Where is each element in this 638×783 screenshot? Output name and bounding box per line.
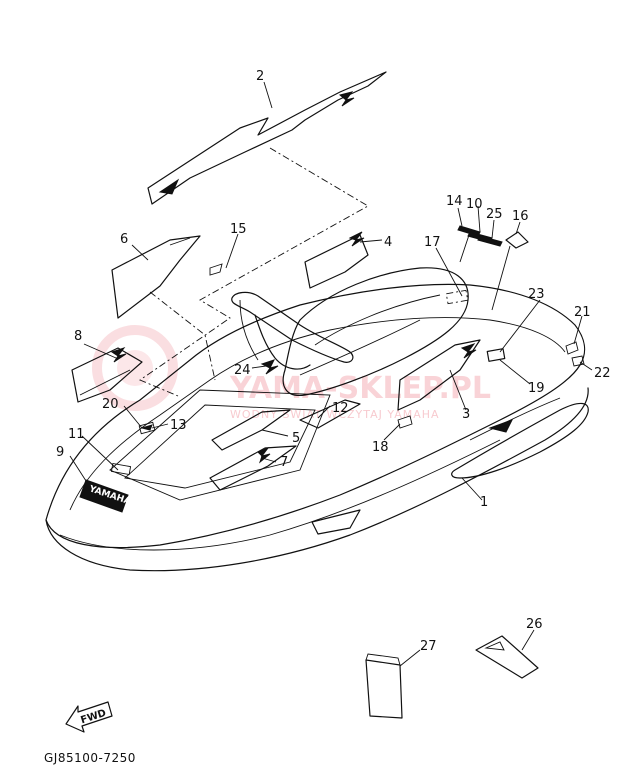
decal-15	[209, 263, 223, 276]
callout-27: 27	[420, 639, 437, 654]
callout-9: 9	[56, 445, 64, 460]
watermark: YAMA-SKLEP.PL WODNY ŚWIAT WCZYTAJ YAMAHA	[92, 325, 491, 421]
fwd-arrow-icon: FWD	[65, 701, 113, 733]
pouch-26	[475, 635, 539, 679]
watermark-sub: WODNY ŚWIAT WCZYTAJ YAMAHA	[230, 408, 440, 421]
callout-22: 22	[594, 366, 611, 381]
callout-26: 26	[526, 617, 543, 632]
callout-2: 2	[256, 69, 264, 84]
decal-19	[486, 348, 506, 362]
decal-18	[397, 415, 413, 429]
decal-6	[111, 235, 201, 319]
callout-18: 18	[372, 440, 389, 455]
decal-7	[209, 445, 297, 491]
callout-23: 23	[528, 287, 545, 302]
callout-8: 8	[74, 329, 82, 344]
decal-12	[299, 399, 361, 429]
callout-12: 12	[332, 401, 349, 416]
manual-27	[365, 653, 403, 719]
decal-1	[311, 419, 514, 535]
callout-7: 7	[280, 455, 288, 470]
callout-13: 13	[170, 418, 187, 433]
decal-13	[138, 421, 156, 435]
callout-3: 3	[462, 407, 470, 422]
watermark-main: YAMA-SKLEP.PL	[229, 371, 491, 406]
callout-4: 4	[384, 235, 392, 250]
callout-6: 6	[120, 232, 128, 247]
callout-numbers: 2 6 15 4 14 10 25 16 17 8 11 9 20 13 24 …	[56, 69, 611, 654]
decal-9: YAMAHA	[79, 479, 132, 513]
seat	[282, 267, 469, 397]
hull-outline	[45, 283, 589, 572]
callout-15: 15	[230, 222, 247, 237]
leader-lines	[69, 81, 593, 667]
decal-16	[505, 231, 529, 249]
callout-19: 19	[528, 381, 545, 396]
decal-4	[304, 231, 369, 289]
callout-21: 21	[574, 305, 591, 320]
callout-25: 25	[486, 207, 503, 222]
decal-24	[260, 359, 279, 375]
callout-16: 16	[512, 209, 529, 224]
decal-11	[110, 462, 132, 476]
callout-11: 11	[68, 427, 85, 442]
handlebar	[231, 291, 354, 370]
callout-20: 20	[102, 397, 119, 412]
assembly-guides	[139, 147, 369, 397]
callout-1: 1	[480, 495, 488, 510]
callout-10: 10	[466, 197, 483, 212]
callout-17: 17	[424, 235, 441, 250]
diagram-code: GJ85100-7250	[44, 751, 136, 765]
decal-5	[211, 409, 291, 451]
callout-14: 14	[446, 194, 463, 209]
decal-2	[147, 71, 387, 205]
decal-21	[565, 341, 579, 355]
decal-22	[571, 355, 585, 367]
decal-8	[71, 347, 143, 403]
callout-5: 5	[292, 431, 300, 446]
decal-3	[397, 339, 481, 411]
callout-24: 24	[234, 363, 251, 378]
decal-25	[477, 235, 503, 247]
